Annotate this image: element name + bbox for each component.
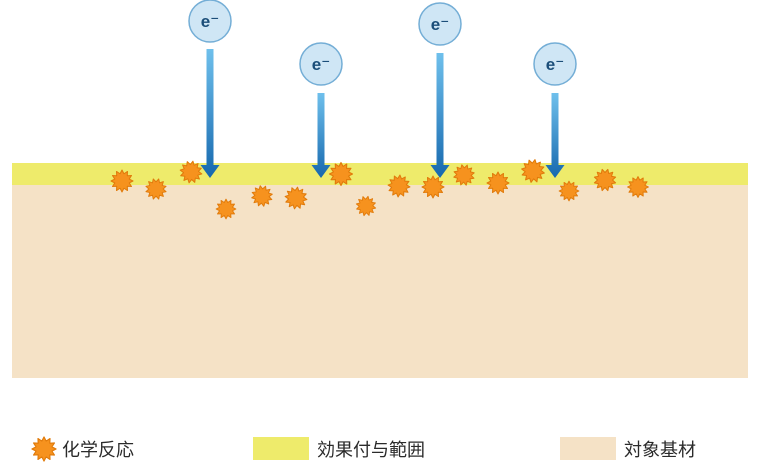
electron-circle: [533, 42, 577, 86]
electron-circle: [418, 2, 462, 46]
legend-label-effect-layer: 効果付与範囲: [317, 440, 425, 460]
electron-arrow-icon: [200, 49, 220, 178]
legend-item-effect-layer: 効果付与範囲: [253, 437, 425, 460]
electron-arrow-group: [200, 49, 565, 178]
legend-item-substrate: 対象基材: [560, 437, 696, 460]
legend-swatch-substrate: [560, 437, 616, 460]
electron-arrow-icon: [430, 53, 450, 178]
substrate-layer: [12, 185, 748, 378]
legend-label-substrate: 対象基材: [624, 440, 696, 460]
legend-swatch-effect-layer: [253, 437, 309, 460]
electron-circle: [299, 42, 343, 86]
electron-label: e⁻: [546, 55, 564, 74]
electron-arrow-icon: [311, 93, 331, 178]
legend-burst-icon: [31, 436, 57, 462]
electron-label: e⁻: [312, 55, 330, 74]
electron-label: e⁻: [201, 12, 219, 31]
electron-circle: [188, 0, 232, 43]
legend-label-reaction: 化学反応: [62, 440, 134, 460]
electron-group: e⁻ e⁻ e⁻ e⁻: [188, 0, 577, 86]
electron-arrow-icon: [545, 93, 565, 178]
electron-label: e⁻: [431, 15, 449, 34]
legend-item-reaction: 化学反応: [31, 436, 134, 462]
legend: 化学反応 効果付与範囲 対象基材: [31, 436, 696, 462]
